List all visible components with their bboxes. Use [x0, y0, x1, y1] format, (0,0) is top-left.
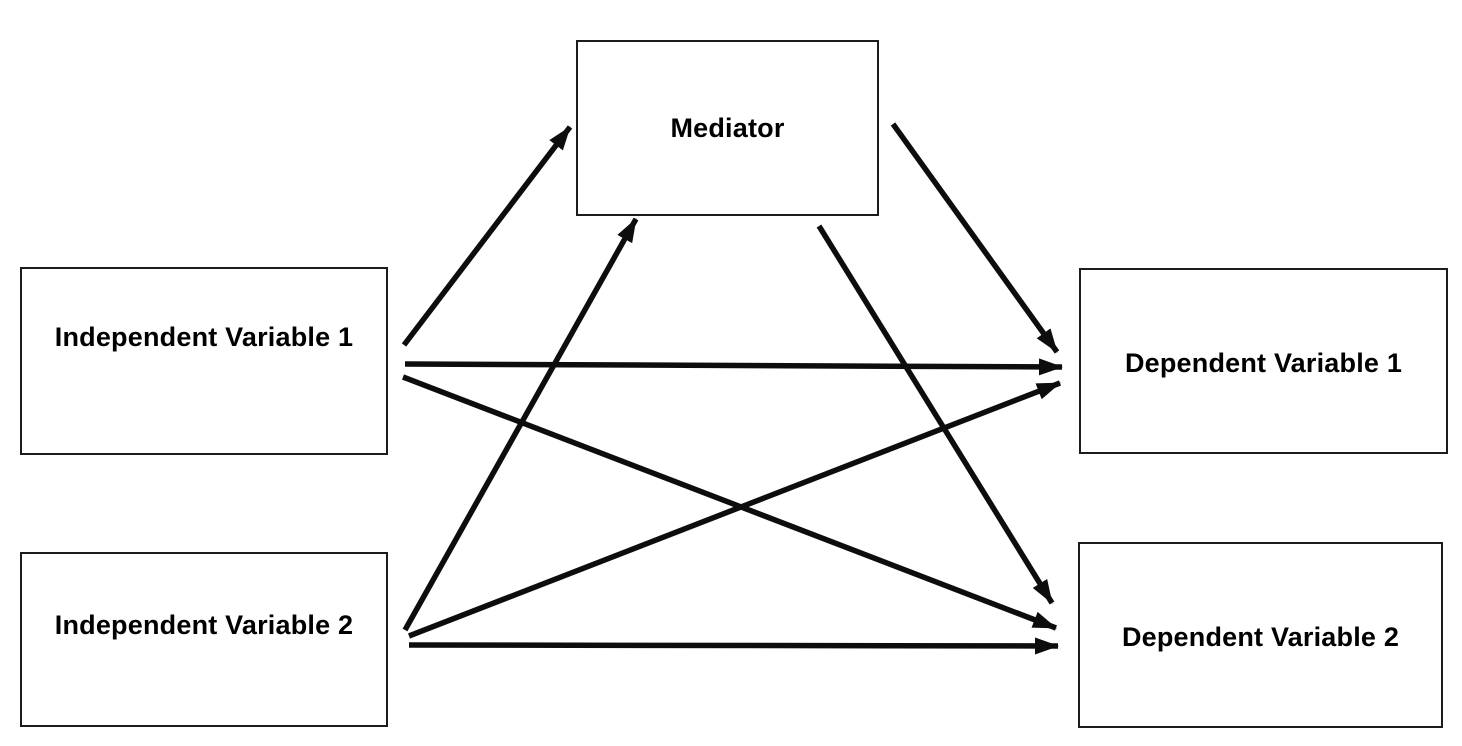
- edge-iv1-to-dv2: [402, 374, 1057, 631]
- node-dependent-variable-1: Dependent Variable 1: [1079, 268, 1448, 454]
- node-mediator-label: Mediator: [670, 112, 785, 143]
- node-independent-variable-1: Independent Variable 1: [20, 267, 388, 455]
- edge-iv1-to-mediator: [401, 125, 573, 347]
- edge-iv2-to-dv1: [408, 380, 1061, 639]
- edge-mediator-to-dv1: [890, 122, 1060, 354]
- node-mediator: Mediator: [576, 40, 879, 216]
- edge-mediator-to-dv2: [816, 224, 1055, 605]
- node-dependent-variable-2: Dependent Variable 2: [1078, 542, 1443, 728]
- node-dependent-variable-1-label: Dependent Variable 1: [1124, 347, 1403, 378]
- edge-iv2-to-mediator: [402, 217, 639, 632]
- edge-iv2-to-dv2: [408, 637, 1059, 655]
- node-independent-variable-2-label: Independent Variable 2: [54, 610, 354, 640]
- edge-iv1-to-dv1: [404, 358, 1063, 376]
- node-dependent-variable-2-label: Dependent Variable 2: [1121, 621, 1400, 652]
- node-independent-variable-1-label: Independent Variable 1: [54, 321, 354, 352]
- node-independent-variable-2: Independent Variable 2: [20, 552, 388, 727]
